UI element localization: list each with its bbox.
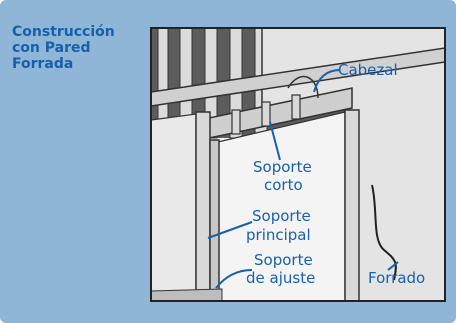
label-soporte-corto-1: Soporte <box>253 158 312 176</box>
label-soporte-ajuste-2: de ajuste <box>246 269 315 287</box>
cripple-stud-3 <box>291 94 301 120</box>
label-forrado: Forrado <box>368 269 425 287</box>
leader-lines <box>207 69 399 289</box>
diagram-title: Construcción con Pared Forrada <box>12 24 152 72</box>
cripple-stud-2 <box>261 101 271 127</box>
king-stud <box>195 111 211 301</box>
cripple-stud-1 <box>231 109 241 135</box>
title-line-2: con Pared <box>12 40 91 56</box>
leader-forrado <box>387 261 399 271</box>
leader-soporte-corto <box>269 121 281 161</box>
right-stud <box>344 109 360 301</box>
top-plate <box>151 47 445 107</box>
label-soporte-principal-1: Soporte <box>252 207 311 225</box>
label-soporte-ajuste-1: Soporte <box>254 251 313 269</box>
title-line-3: Forrada <box>12 56 74 72</box>
top-plate-curve <box>287 75 319 99</box>
label-soporte-corto-2: corto <box>264 176 303 194</box>
cable <box>371 184 397 281</box>
leader-cabezal <box>313 69 341 93</box>
leader-soporte-principal <box>207 221 253 239</box>
jack-stud <box>209 139 220 301</box>
label-soporte-principal-2: principal <box>246 226 311 244</box>
leader-soporte-ajuste <box>215 269 253 289</box>
label-cabezal: Cabezal <box>338 61 398 79</box>
illustration-frame <box>150 27 446 302</box>
left-wall-panel <box>151 113 197 301</box>
title-line-1: Construcción <box>12 24 115 40</box>
bottom-plate <box>151 288 223 301</box>
